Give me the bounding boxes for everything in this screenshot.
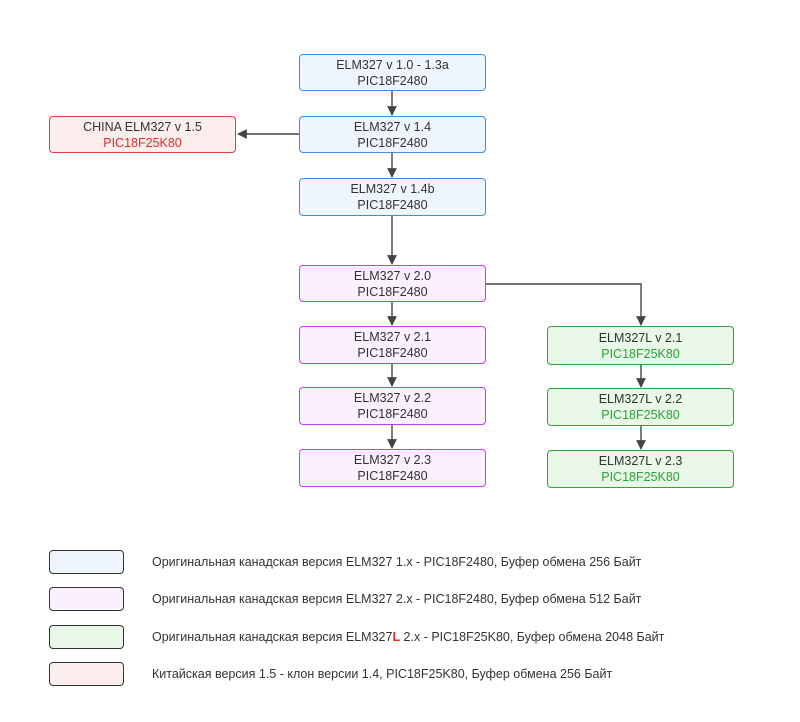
node-title: ELM327 v 1.0 - 1.3a [336,57,449,72]
legend-text-blue: Оригинальная канадская версия ELM327 1.x… [152,555,642,569]
node-chip: PIC18F2480 [357,198,428,212]
node-chip: PIC18F2480 [357,346,428,360]
node-elm327l-v2-2: ELM327L v 2.2 PIC18F25K80 [547,388,734,426]
node-title: ELM327 v 2.2 [353,391,432,405]
legend-swatch-purple [49,587,124,611]
node-elm327-v1-4b: ELM327 v 1.4b PIC18F2480 [299,178,486,216]
legend-text-red: Китайская версия 1.5 - клон версии 1.4, … [152,667,613,681]
node-title: ELM327 v 2.3 [353,453,432,467]
legend-swatch-blue [49,550,124,574]
node-chip: PIC18F25K80 [103,135,182,150]
node-title: CHINA ELM327 v 1.5 [83,119,202,134]
node-elm327-v1-0-1-3a: ELM327 v 1.0 - 1.3a PIC18F2480 [299,54,486,91]
node-elm327-v2-3: ELM327 v 2.3 PIC18F2480 [299,449,486,487]
legend-text-green: Оригинальная канадская версия ELM327L 2.… [152,629,664,645]
node-elm327l-v2-1: ELM327L v 2.1 PIC18F25K80 [547,326,734,365]
legend-text-purple: Оригинальная канадская версия ELM327 2.x… [152,592,642,606]
node-china-elm327-v1-5: CHINA ELM327 v 1.5 PIC18F25K80 [49,116,236,153]
node-title: ELM327 v 2.1 [353,330,432,344]
legend-text-green-highlight: L [392,630,401,644]
node-chip: PIC18F2480 [357,407,428,421]
node-elm327-v2-1: ELM327 v 2.1 PIC18F2480 [299,326,486,364]
legend-text-green-pre: Оригинальная канадская версия ELM327 [152,630,393,644]
node-chip: PIC18F25K80 [601,470,680,484]
legend-text-green-post: 2.x - PIC18F25K80, Буфер обмена 2048 Бай… [400,630,665,644]
node-chip: PIC18F25K80 [601,346,680,361]
legend-swatch-green [49,625,124,649]
node-title: ELM327 v 1.4b [350,182,435,196]
node-chip: PIC18F2480 [357,284,428,299]
node-elm327l-v2-3: ELM327L v 2.3 PIC18F25K80 [547,450,734,488]
node-chip: PIC18F25K80 [601,408,680,422]
node-elm327-v1-4: ELM327 v 1.4 PIC18F2480 [299,116,486,153]
legend-swatch-red [49,662,124,686]
node-title: ELM327L v 2.3 [598,454,683,468]
edge-v20-l21 [486,283,646,326]
node-chip: PIC18F2480 [357,73,428,88]
node-elm327-v2-2: ELM327 v 2.2 PIC18F2480 [299,387,486,425]
node-title: ELM327L v 2.2 [598,392,683,406]
node-chip: PIC18F2480 [357,469,428,483]
node-title: ELM327 v 1.4 [353,119,432,134]
node-title: ELM327L v 2.1 [598,330,683,345]
node-elm327-v2-0: ELM327 v 2.0 PIC18F2480 [299,265,486,302]
node-title: ELM327 v 2.0 [353,268,432,283]
node-chip: PIC18F2480 [357,135,428,150]
